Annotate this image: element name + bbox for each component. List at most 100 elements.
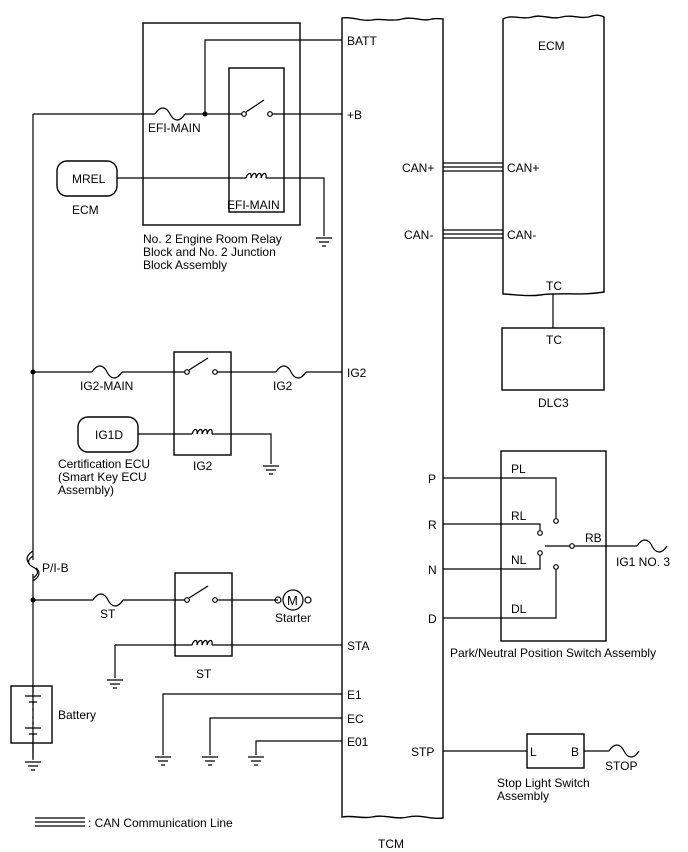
switch-contact	[241, 111, 247, 117]
efi-main-fuse-icon	[154, 107, 186, 121]
ec-wire	[209, 717, 342, 755]
tc-ecm-label: TC	[546, 279, 562, 293]
switch-contact	[537, 550, 543, 556]
stop-l-label: L	[530, 745, 537, 759]
e01-wire	[255, 740, 342, 755]
relay-block-box	[142, 22, 301, 226]
switch-contact	[267, 111, 273, 117]
sta-label: STA	[347, 639, 369, 653]
switch-contact	[569, 543, 575, 549]
p-pin-label: P	[428, 472, 436, 486]
ecm-small-label: ECM	[72, 203, 99, 217]
stop-fuse-icon	[608, 744, 640, 758]
ecm-label: ECM	[538, 39, 565, 53]
ig2-coil-icon	[191, 428, 213, 435]
cert-ecu-label-3: Assembly)	[58, 483, 114, 497]
cert-ecu-label-2: (Smart Key ECU	[58, 470, 147, 484]
ig2-fuse-icon	[275, 365, 307, 379]
mrel-label: MREL	[72, 172, 106, 186]
d-pin-label: D	[428, 612, 437, 626]
dl-wire	[443, 570, 557, 619]
can-minus-ecm-label: CAN-	[507, 228, 536, 242]
ig2-relay-label: IG2	[193, 459, 213, 473]
ground-icon	[248, 756, 264, 766]
st-relay-switch-icon	[188, 585, 209, 599]
ig1-no3-fuse-icon	[636, 539, 668, 553]
motor-label: M	[287, 593, 298, 608]
ig2-main-label: IG2-MAIN	[80, 379, 133, 393]
pl-label: PL	[511, 462, 526, 476]
pib-label: P/I-B	[42, 561, 69, 575]
efi-main-ground-wire	[266, 177, 325, 236]
ground-icon	[202, 756, 218, 766]
legend-label: : CAN Communication Line	[88, 816, 233, 830]
r-pin-label: R	[428, 518, 437, 532]
can-minus-tcm-label: CAN-	[404, 228, 433, 242]
starter-motor-icon	[282, 589, 304, 611]
switch-contact	[537, 530, 543, 536]
battery-box	[10, 685, 53, 744]
nl-wire	[443, 556, 541, 570]
motor-terminal	[304, 596, 312, 604]
nl-label: NL	[511, 553, 527, 567]
ground-icon	[155, 756, 171, 766]
ig1-no3-label: IG1 NO. 3	[616, 555, 670, 569]
ground-icon	[263, 465, 279, 475]
ground-icon	[316, 237, 332, 247]
rl-wire	[443, 523, 541, 530]
st-coil-icon	[191, 639, 213, 646]
pib-fuse-icon	[27, 555, 39, 579]
ig2-fuse-label: IG2	[273, 379, 293, 393]
efi-main-relay-box	[228, 67, 285, 213]
rb-label: RB	[585, 531, 602, 545]
relay-block-label-1: No. 2 Engine Room Relay	[143, 232, 282, 246]
switch-contact	[184, 369, 190, 375]
dlc3-label: DLC3	[538, 396, 569, 410]
switch-contact	[553, 564, 559, 570]
st-fuse-icon	[92, 593, 124, 607]
switch-contact	[553, 518, 559, 524]
relay-block-label-3: Block Assembly	[143, 258, 227, 272]
stop-b-label: B	[571, 745, 579, 759]
st-coil-ground-wire	[114, 644, 192, 678]
efi-main-fuse-label: EFI-MAIN	[148, 121, 201, 135]
tc-dlc-label: TC	[546, 333, 562, 347]
ig2-main-fuse-icon	[91, 365, 123, 379]
stp-label: STP	[411, 745, 434, 759]
ig2-relay-box	[173, 351, 232, 456]
pnp-switch-label: Park/Neutral Position Switch Assembly	[450, 646, 656, 660]
e01-label: E01	[347, 735, 369, 749]
pl-wire	[443, 477, 557, 518]
ec-label: EC	[347, 712, 364, 726]
junction-dot	[202, 111, 208, 117]
relay-block-label-2: Block and No. 2 Junction	[143, 245, 276, 259]
battery-label: Battery	[58, 708, 96, 722]
efi-main-relay-label: EFI-MAIN	[227, 198, 280, 212]
can-plus-ecm-label: CAN+	[507, 161, 539, 175]
ig2-ground-wire	[212, 433, 272, 464]
batt-wire	[204, 39, 342, 114]
ig2-relay-switch-icon	[188, 357, 209, 371]
can-minus-line	[443, 229, 503, 239]
ig1d-label: IG1D	[95, 428, 123, 442]
stop-fuse-label: STOP	[605, 759, 637, 773]
st-relay-box	[174, 572, 233, 657]
tcm-label: TCM	[378, 837, 404, 851]
plus-b-label: +B	[347, 108, 362, 122]
motor-terminal	[274, 596, 282, 604]
switch-contact	[212, 369, 218, 375]
switch-contact	[184, 597, 190, 603]
can-plus-tcm-label: CAN+	[402, 161, 434, 175]
efi-main-relay-switch-icon	[245, 99, 265, 113]
switch-contact	[212, 597, 218, 603]
batt-label: BATT	[347, 34, 377, 48]
ground-icon	[107, 679, 123, 689]
ground-icon	[25, 761, 41, 771]
stop-switch-label-2: Assembly	[497, 789, 549, 803]
st-relay-label: ST	[196, 667, 212, 681]
ecm-outline	[502, 14, 605, 297]
ig2-pin-label: IG2	[347, 366, 367, 380]
st-fuse-label: ST	[100, 607, 116, 621]
